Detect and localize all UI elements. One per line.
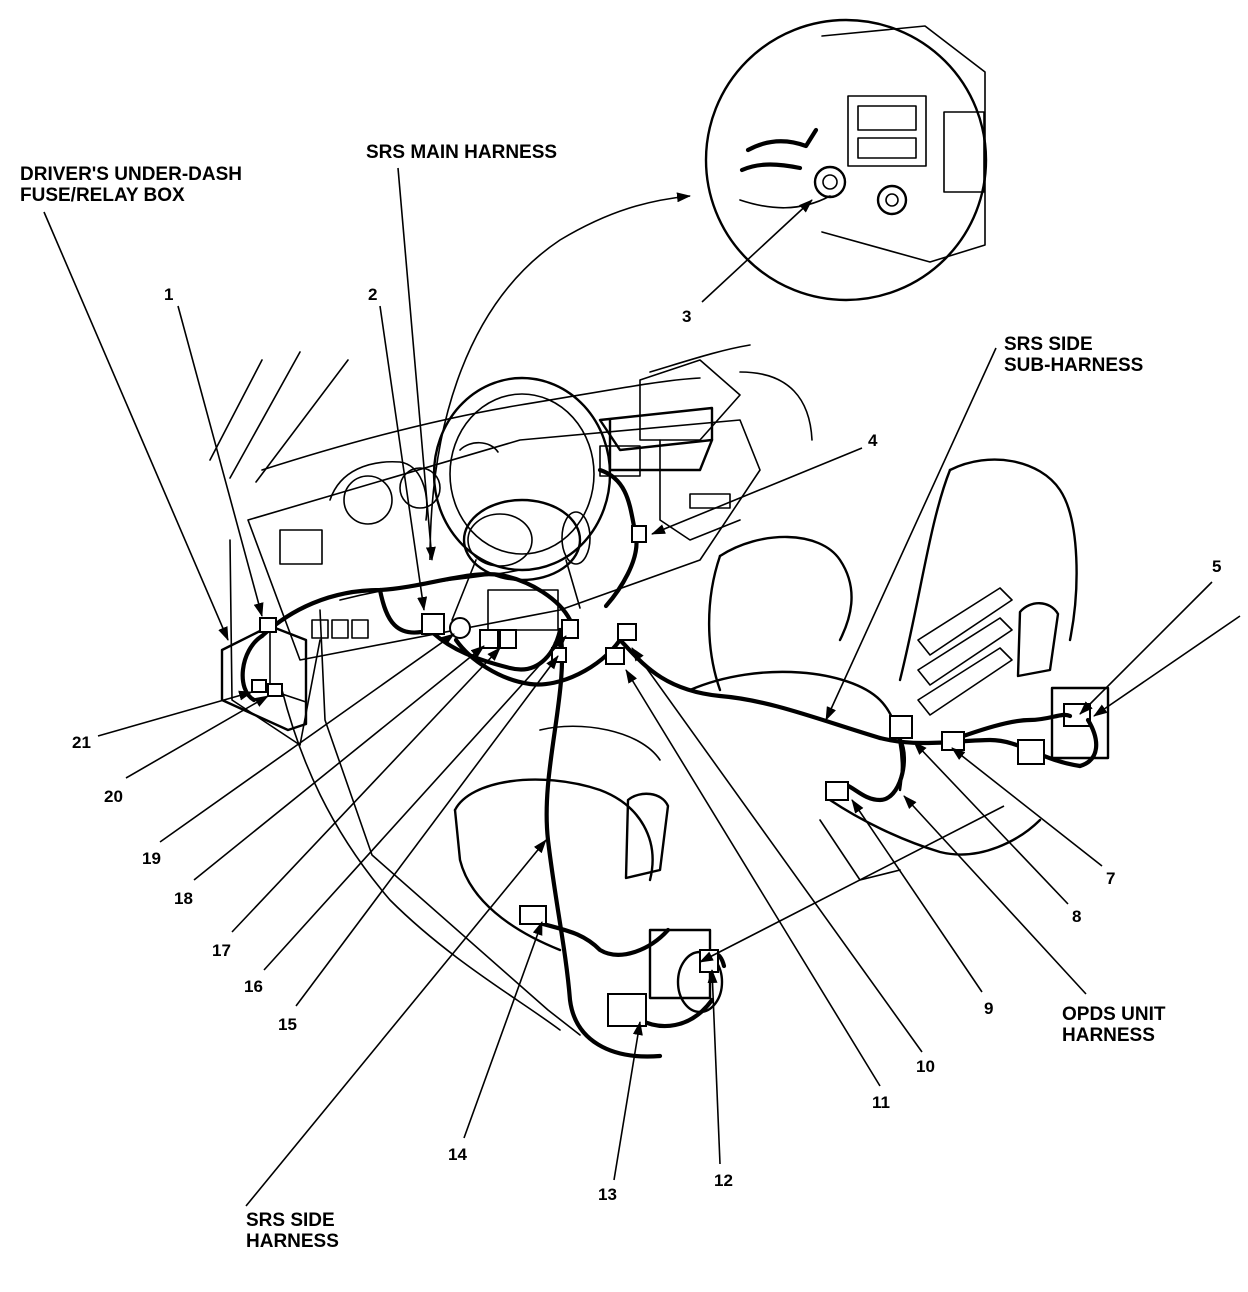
- callout-11: 11: [872, 1093, 890, 1112]
- callout-8: 8: [1072, 907, 1081, 926]
- callout-19: 19: [142, 849, 161, 868]
- label-under-dash-box-line1: DRIVER'S UNDER-DASH: [20, 164, 242, 185]
- harness-labels: DRIVER'S UNDER-DASH FUSE/RELAY BOX SRS M…: [20, 142, 1166, 1252]
- label-opds-unit-harness-line2: HARNESS: [1062, 1025, 1155, 1046]
- callout-21: 21: [72, 733, 91, 752]
- callout-2: 2: [368, 285, 377, 304]
- callout-4: 4: [868, 431, 878, 450]
- callout-15: 15: [278, 1015, 297, 1034]
- ground-bolt-detail-inset: [704, 18, 988, 302]
- callout-20: 20: [104, 787, 123, 806]
- callout-3: 3: [682, 307, 691, 326]
- harness-connectors: [251, 525, 1045, 1027]
- callout-1: 1: [164, 285, 173, 304]
- label-opds-unit-harness-line1: OPDS UNIT: [1062, 1004, 1166, 1025]
- callout-9: 9: [984, 999, 993, 1018]
- callout-13: 13: [598, 1185, 617, 1204]
- callout-18: 18: [174, 889, 193, 908]
- callout-12: 12: [714, 1171, 733, 1190]
- vehicle-body-outline: [209, 344, 1110, 1036]
- label-srs-side-sub-harness-line1: SRS SIDE: [1004, 334, 1093, 355]
- label-srs-main-harness: SRS MAIN HARNESS: [366, 142, 557, 163]
- callout-5: 5: [1212, 557, 1221, 576]
- label-srs-side-harness-line1: SRS SIDE: [246, 1210, 335, 1231]
- callout-numbers: 1 2 3 4 5 7 8 9 10 11 12 13 14 15 16 17 …: [72, 285, 1221, 1204]
- callout-17: 17: [212, 941, 231, 960]
- callout-16: 16: [244, 977, 263, 996]
- label-srs-side-harness-line2: HARNESS: [246, 1231, 339, 1252]
- label-srs-side-sub-harness-line2: SUB-HARNESS: [1004, 355, 1143, 376]
- callout-10: 10: [916, 1057, 935, 1076]
- callout-14: 14: [448, 1145, 467, 1164]
- callout-7: 7: [1106, 869, 1115, 888]
- label-under-dash-box-line2: FUSE/RELAY BOX: [20, 185, 185, 206]
- callout-leader-lines: [43, 167, 1241, 1207]
